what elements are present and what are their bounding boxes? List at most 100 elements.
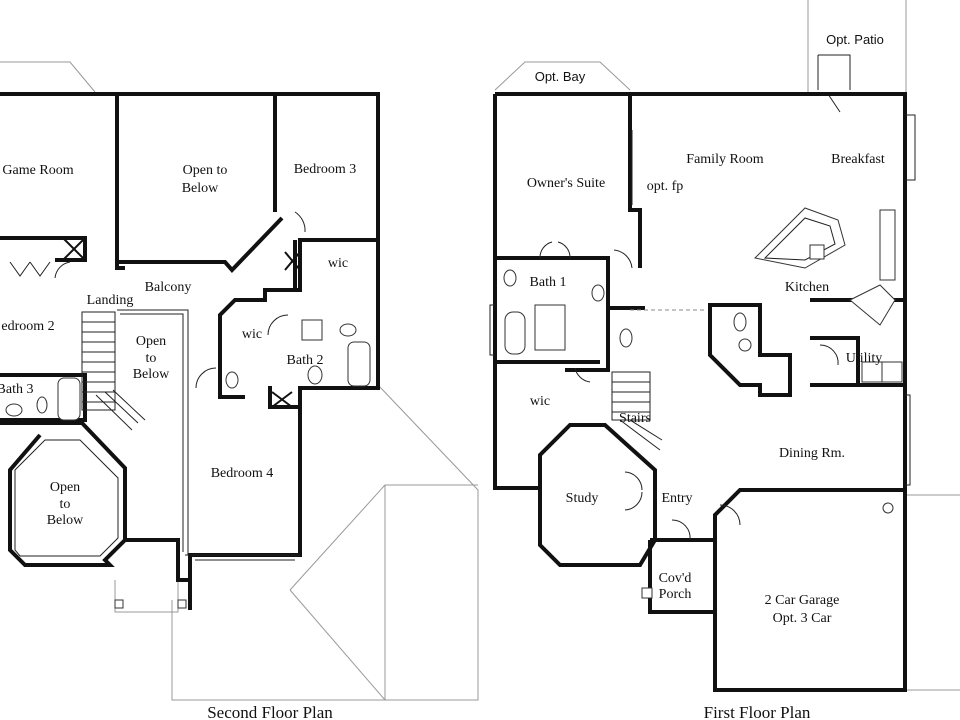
roof-outline [171,384,479,701]
room-label-bath-3: Bath 3 [0,382,33,397]
wall [628,94,642,268]
room-label-opt-fp: opt. fp [647,179,684,194]
room-label-bath-2: Bath 2 [287,353,324,368]
wall [125,538,190,582]
bifold-door [9,261,51,277]
wall [0,373,87,422]
entry-door [624,471,643,511]
column [177,599,187,609]
toilet [733,312,747,332]
wall [218,238,378,399]
chase [284,251,301,271]
room-label-covd-porch: Cov'd [659,571,692,586]
opt-bay-outline [494,61,631,91]
powder-wall [708,303,792,397]
open-to-below-inner [14,439,119,557]
patio-outline [906,494,960,691]
door-swing [671,519,691,541]
window [905,114,916,181]
bathtub [57,377,81,421]
room-label-to: to [60,497,71,512]
room-label-entry: Entry [661,491,692,506]
room-label-below: Below [133,367,170,382]
door-swing [195,367,217,389]
sink [738,338,752,352]
room-label-covd-porch: Porch [659,587,692,602]
room-label-bath-1: Bath 1 [530,275,567,290]
window [489,304,495,356]
room-label-opt-patio: Opt. Patio [826,32,884,47]
bathtub [504,311,526,355]
wall [268,386,300,409]
refrigerator [879,209,896,281]
open-to-below-edge [117,216,284,273]
porch-roof [114,580,179,613]
room-label-open: Open [50,480,80,495]
stairs [611,371,663,451]
room-label-wic: wic [242,327,262,342]
bathtub [347,341,371,387]
room-label-opt-bay: Opt. Bay [535,69,586,84]
room-label-to: to [146,351,157,366]
patio-door [827,93,841,113]
door-swing [719,504,741,526]
room-label-stairs: Stairs [619,411,651,426]
garage-wall [713,488,907,692]
stairs [81,311,116,411]
sink [503,269,517,287]
balcony-rail [117,309,189,556]
second-floor-plan: Game Room Open to Below Bedroom 3 wic ed… [0,61,479,720]
room-label-owners-suite: Owner's Suite [527,176,605,191]
kitchen-island-top [763,217,836,261]
door-swing [613,249,633,269]
water-heater [882,502,894,514]
wall [495,256,645,310]
room-label-wic: wic [328,256,348,271]
room-label-bedroom-3: Bedroom 3 [294,162,357,177]
linen-closet [301,319,323,341]
chase [271,391,293,408]
room-label-game-room: Game Room [2,163,73,178]
column [114,599,124,609]
kitchen-island [753,207,846,269]
range [849,284,896,326]
door-swing [267,314,289,336]
room-label-open-to-below: Below [182,181,219,196]
patio-outline [807,0,907,94]
door-swing [54,261,71,279]
second-floor-caption: Second Floor Plan [207,703,333,720]
room-label-open: Open [136,334,166,349]
door-swing [574,367,591,383]
sink [339,323,357,337]
sink [5,403,23,417]
toilet [36,396,48,414]
wall [0,236,87,262]
double-door [539,241,571,259]
shower [534,304,566,351]
room-label-open-to-below: Open to [183,163,228,178]
porch-wall [648,538,715,614]
wall [495,308,610,372]
first-floor-caption: First Floor Plan [704,703,811,720]
dryer [881,361,903,383]
room-label-kitchen: Kitchen [785,280,829,295]
room-label-landing: Landing [87,293,134,308]
stair-winder [95,389,146,431]
room-label-breakfast: Breakfast [831,152,885,167]
room-label-balcony: Balcony [145,280,192,295]
exterior-wall [493,94,540,490]
room-label-garage: Opt. 3 Car [773,611,832,626]
open-to-below-edge [0,421,127,567]
wall [115,94,125,270]
room-label-below: Below [47,513,84,528]
room-label-study: Study [566,491,599,506]
room-label-utility: Utility [846,351,883,366]
roof-line [0,61,96,93]
toilet [307,365,323,385]
roof-hip [289,484,478,701]
column [641,587,653,599]
room-label-garage: 2 Car Garage [765,593,840,608]
window [905,394,911,486]
first-floor-plan: Opt. Bay Opt. Patio Owner's Suite Family… [489,0,960,720]
